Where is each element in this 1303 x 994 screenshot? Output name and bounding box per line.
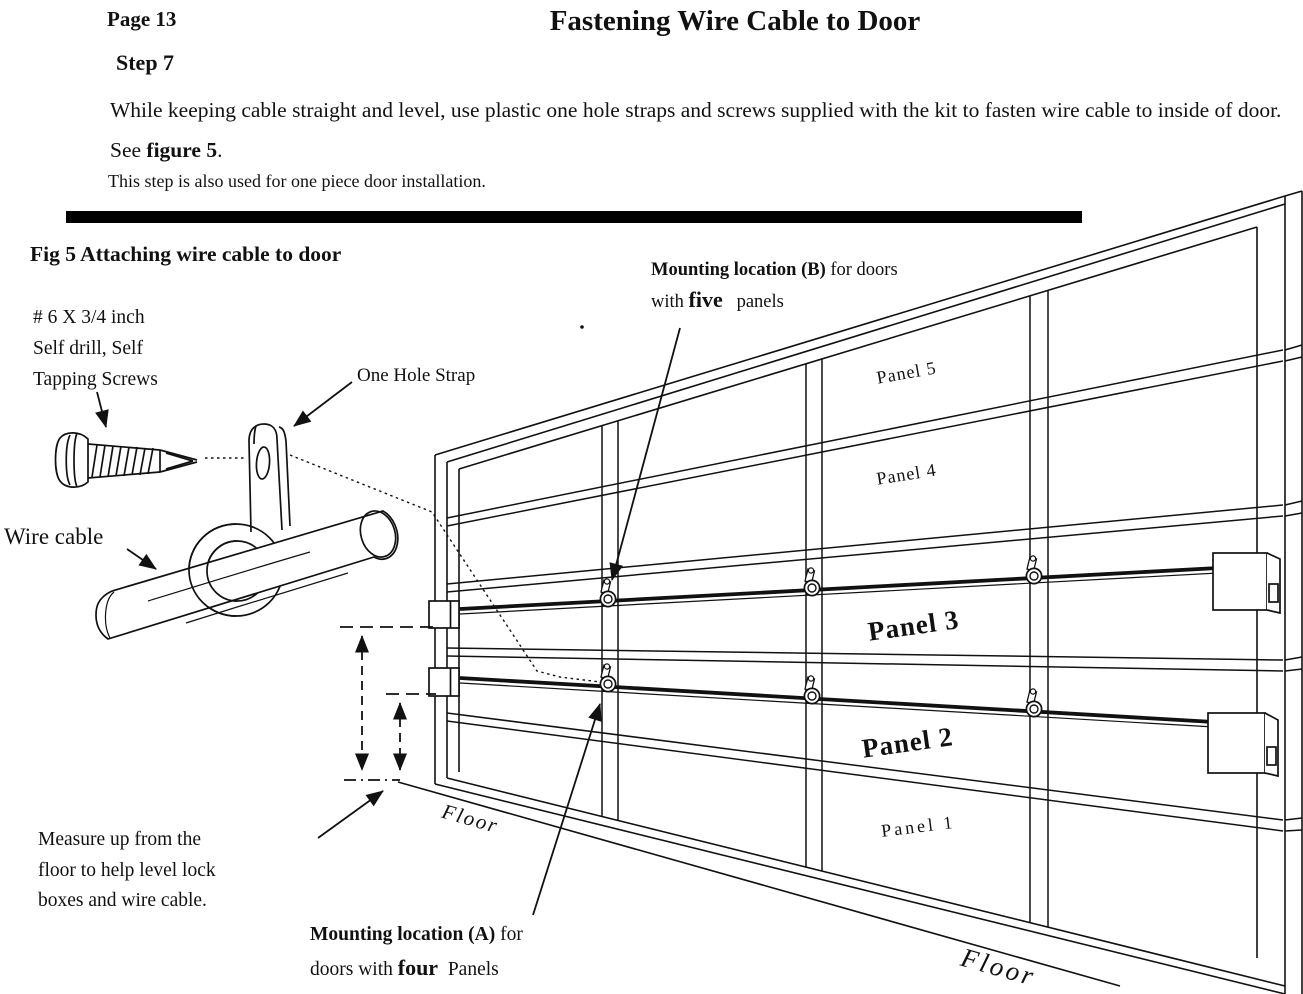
instruction-paragraph: While keeping cable straight and level, … <box>110 90 1295 170</box>
dotted-leaders <box>205 454 601 683</box>
mounting-b-five: five <box>688 287 723 312</box>
mounting-location-b-label: Mounting location (B) for doors with five… <box>651 255 898 317</box>
instruction-text: While keeping cable straight and level, … <box>110 98 1293 162</box>
wire-cable-label: Wire cable <box>4 524 104 549</box>
installation-note: This step is also used for one piece doo… <box>108 171 486 191</box>
one-hole-strap-label: One Hole Strap <box>357 365 476 386</box>
strap-and-cable-drawing <box>95 423 399 640</box>
mounting-a-bold: Mounting location (A) <box>310 924 496 945</box>
section-divider-bar <box>66 211 1082 223</box>
figure-reference: figure 5 <box>146 138 218 162</box>
screws-label: # 6 X 3/4 inch Self drill, Self Tapping … <box>33 307 158 390</box>
measure-up-label: Measure up from the floor to help level … <box>38 829 216 911</box>
mounting-b-line2-post: panels <box>722 292 784 312</box>
step-heading: Step 7 <box>116 50 175 75</box>
page-number: Page 13 <box>107 7 177 31</box>
figure-caption: Fig 5 Attaching wire cable to door <box>30 242 342 266</box>
mounting-a-line2-post: Panels <box>438 959 499 980</box>
leader-arrows <box>95 327 681 916</box>
instruction-period: . <box>217 138 223 162</box>
lock-boxes <box>428 552 1281 778</box>
floor-line <box>397 781 1121 987</box>
screw-drawing <box>54 432 198 488</box>
upper-wire-cable <box>459 566 1219 615</box>
door-stiles <box>601 290 1049 927</box>
mounting-a-rest: for <box>495 924 523 945</box>
mounting-b-bold: Mounting location (B) <box>651 260 826 280</box>
mounting-location-a-label: Mounting location (A) for doors with four… <box>310 918 523 986</box>
measurement-lines <box>340 626 436 781</box>
door-rails <box>446 349 1284 832</box>
mounting-b-line2-pre: with <box>651 292 689 312</box>
mounting-b-rest: for doors <box>825 260 898 280</box>
mounting-a-line2-pre: doors with <box>310 959 398 980</box>
stray-dot <box>580 325 584 329</box>
page-title: Fastening Wire Cable to Door <box>549 5 921 37</box>
mounting-a-four: four <box>397 955 439 980</box>
lower-wire-cable <box>459 676 1215 728</box>
